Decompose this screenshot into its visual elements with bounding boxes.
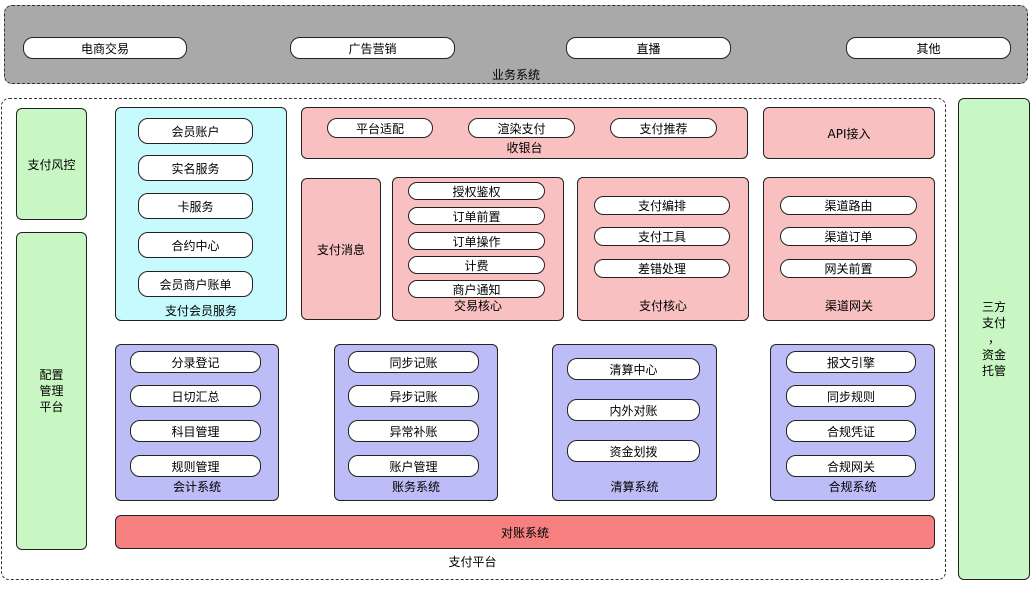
business-item-ads[interactable]: 广告营销 bbox=[290, 37, 455, 59]
ledger-item-sync[interactable]: 同步记账 bbox=[348, 351, 479, 373]
compliance-item-gateway[interactable]: 合规网关 bbox=[786, 455, 916, 477]
ledger-item-repair[interactable]: 异常补账 bbox=[348, 420, 479, 442]
paycore-item-orchestration[interactable]: 支付编排 bbox=[594, 196, 730, 215]
config-platform-box[interactable]: 配置 管理 平台 bbox=[16, 232, 87, 550]
trade-item-order-op[interactable]: 订单操作 bbox=[408, 232, 545, 250]
accounting-item-subject[interactable]: 科目管理 bbox=[130, 420, 261, 442]
accounting-item-daily[interactable]: 日切汇总 bbox=[130, 385, 261, 407]
clearing-item-center[interactable]: 清算中心 bbox=[567, 358, 700, 380]
clearing-item-reconcile[interactable]: 内外对账 bbox=[567, 399, 700, 421]
accounting-item-rules[interactable]: 规则管理 bbox=[130, 455, 261, 477]
compliance-item-engine[interactable]: 报文引擎 bbox=[786, 351, 916, 373]
api-access-box[interactable]: API接入 bbox=[763, 107, 935, 159]
risk-control-box[interactable]: 支付风控 bbox=[16, 108, 87, 220]
cashier-item-render[interactable]: 渲染支付 bbox=[468, 118, 575, 138]
ledger-item-account[interactable]: 账户管理 bbox=[348, 455, 479, 477]
ledger-title: 账务系统 bbox=[391, 480, 440, 494]
paycore-item-tools[interactable]: 支付工具 bbox=[594, 227, 730, 246]
compliance-item-sync-rules[interactable]: 同步规则 bbox=[786, 385, 916, 407]
ledger-item-async[interactable]: 异步记账 bbox=[348, 385, 479, 407]
third-party-box[interactable]: 三方 支付 ， 资金 托管 bbox=[958, 98, 1030, 580]
business-item-other[interactable]: 其他 bbox=[846, 37, 1011, 59]
compliance-title: 合规系统 bbox=[828, 480, 877, 494]
business-item-live[interactable]: 直播 bbox=[566, 37, 731, 59]
trade-item-order-pre[interactable]: 订单前置 bbox=[408, 207, 545, 225]
pay-core-title: 支付核心 bbox=[638, 299, 687, 313]
channel-gateway-title: 渠道网关 bbox=[824, 299, 873, 313]
business-system-title: 业务系统 bbox=[491, 68, 540, 82]
compliance-item-voucher[interactable]: 合规凭证 bbox=[786, 420, 916, 442]
channel-item-routing[interactable]: 渠道路由 bbox=[780, 196, 917, 215]
business-item-ecommerce[interactable]: 电商交易 bbox=[23, 37, 187, 59]
member-item-bill[interactable]: 会员商户账单 bbox=[138, 271, 253, 297]
channel-item-gateway-pre[interactable]: 网关前置 bbox=[780, 259, 917, 278]
trade-core-title: 交易核心 bbox=[453, 299, 502, 313]
payment-message-box[interactable]: 支付消息 bbox=[301, 178, 381, 320]
member-item-realname[interactable]: 实名服务 bbox=[138, 155, 253, 181]
cashier-item-recommend[interactable]: 支付推荐 bbox=[610, 118, 717, 138]
cashier-title: 收银台 bbox=[506, 141, 543, 155]
member-item-contract[interactable]: 合约中心 bbox=[138, 232, 253, 258]
trade-item-notify[interactable]: 商户通知 bbox=[408, 280, 545, 298]
cashier-item-adapt[interactable]: 平台适配 bbox=[327, 118, 433, 138]
trade-item-billing[interactable]: 计费 bbox=[408, 256, 545, 274]
reconcile-system-bar[interactable]: 对账系统 bbox=[115, 515, 935, 549]
clearing-item-transfer[interactable]: 资金划拨 bbox=[567, 440, 700, 462]
channel-item-order[interactable]: 渠道订单 bbox=[780, 227, 917, 246]
accounting-item-entry[interactable]: 分录登记 bbox=[130, 351, 261, 373]
member-item-account[interactable]: 会员账户 bbox=[138, 118, 253, 144]
accounting-title: 会计系统 bbox=[172, 480, 221, 494]
paycore-item-error[interactable]: 差错处理 bbox=[594, 259, 730, 278]
member-item-card[interactable]: 卡服务 bbox=[138, 193, 253, 219]
trade-item-auth[interactable]: 授权鉴权 bbox=[408, 182, 545, 200]
member-service-title: 支付会员服务 bbox=[164, 304, 237, 318]
payment-platform-panel bbox=[1, 98, 946, 580]
clearing-title: 清算系统 bbox=[610, 480, 659, 494]
payment-platform-title: 支付平台 bbox=[448, 555, 497, 569]
